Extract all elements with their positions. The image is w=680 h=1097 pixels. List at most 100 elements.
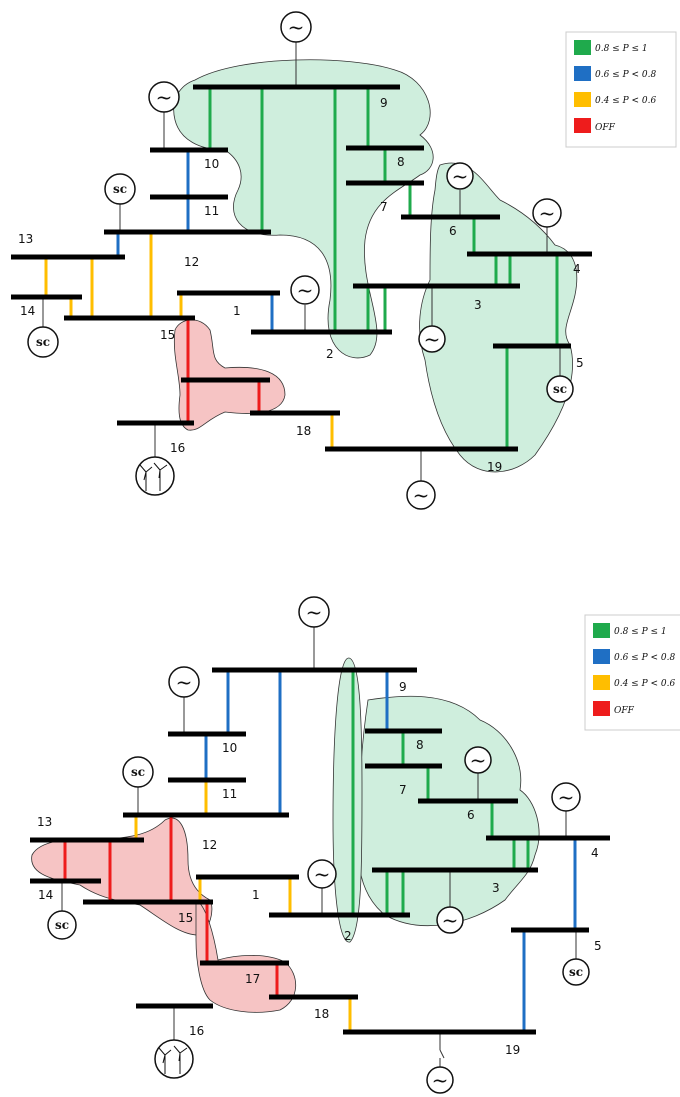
generator-icon: ~	[446, 162, 474, 190]
bus-label: 11	[204, 204, 219, 218]
legend: 0.8 ≤ P ≤ 1 0.6 ≤ P < 0.8 0.4 ≤ P < 0.6 …	[584, 614, 680, 731]
legend-label: 0.4 ≤ P < 0.6	[595, 96, 656, 106]
legend-swatch-green	[574, 40, 591, 55]
svg-text:sc: sc	[36, 335, 50, 349]
legend-label: 0.4 ≤ P < 0.6	[614, 679, 675, 689]
legend-label: 0.6 ≤ P < 0.8	[595, 70, 656, 80]
legend-swatch-green	[593, 623, 610, 638]
bottom-diagram: ~ ~ ~ ~ ~ ~ ~ sc sc sc 9 10 8 7 11	[30, 596, 680, 1094]
bus-label: 5	[576, 356, 584, 370]
svg-text:~: ~	[424, 327, 441, 351]
bus-label: 14	[20, 304, 35, 318]
bus-label: 18	[296, 424, 311, 438]
bus-label: 16	[189, 1024, 204, 1038]
bus-label: 1	[233, 304, 241, 318]
generator-icon: ~	[426, 1066, 454, 1094]
svg-text:~: ~	[156, 85, 173, 109]
legend-label: 0.6 ≤ P < 0.8	[614, 653, 675, 663]
synchronous-condenser-icon: sc	[122, 756, 154, 788]
bus-label: 4	[591, 846, 599, 860]
bottom-connectors	[61, 627, 577, 1067]
bus-label: 12	[184, 255, 199, 269]
generator-icon: ~	[148, 81, 180, 113]
bus-label: 4	[573, 262, 581, 276]
synchronous-condenser-icon: sc	[562, 958, 590, 986]
wind-turbine-icon	[135, 456, 175, 496]
svg-text:~: ~	[442, 908, 459, 932]
bus-label: 5	[594, 939, 602, 953]
bus-label: 10	[222, 741, 237, 755]
svg-text:~: ~	[314, 862, 331, 886]
synchronous-condenser-icon: sc	[47, 910, 77, 940]
svg-text:~: ~	[539, 201, 556, 225]
svg-text:~: ~	[452, 164, 469, 188]
bus-label: 14	[38, 888, 53, 902]
top-connectors	[42, 42, 561, 481]
svg-text:~: ~	[288, 15, 305, 39]
bus-label: 18	[314, 1007, 329, 1021]
svg-text:~: ~	[297, 278, 314, 302]
bottom-bus-labels: 9 10 8 7 11 6 13 12 4 3 14 1 15 2 5 17 1…	[37, 680, 602, 1057]
bottom-generators: ~ ~ ~ ~ ~ ~ ~ sc sc sc	[47, 596, 590, 1094]
legend-label: OFF	[614, 706, 635, 716]
bus-label: 6	[467, 808, 475, 822]
generator-icon: ~	[551, 782, 581, 812]
top-generators: ~ ~ ~ ~ ~ ~ ~ sc sc sc	[27, 11, 574, 510]
legend-label: 0.8 ≤ P ≤ 1	[614, 627, 667, 637]
top-buses	[11, 84, 592, 452]
svg-text:~: ~	[306, 600, 323, 624]
svg-text:sc: sc	[113, 182, 127, 196]
generator-icon: ~	[406, 480, 436, 510]
svg-text:sc: sc	[55, 918, 69, 932]
legend-swatch-yellow	[593, 675, 610, 690]
bus-label: 13	[37, 815, 52, 829]
bus-label: 15	[178, 911, 193, 925]
legend-swatch-blue	[574, 66, 591, 81]
bus-label: 15	[160, 328, 175, 342]
generator-icon: ~	[290, 275, 320, 305]
svg-text:~: ~	[176, 670, 193, 694]
bus-label: 1	[252, 888, 260, 902]
synchronous-condenser-icon: sc	[27, 326, 59, 358]
generator-icon: ~	[436, 906, 464, 934]
bus-label: 19	[487, 460, 502, 474]
bus-label: 2	[326, 347, 334, 361]
generator-icon: ~	[168, 666, 200, 698]
bus-label: 19	[505, 1043, 520, 1057]
generator-icon: ~	[418, 325, 446, 353]
bottom-buses	[30, 667, 610, 1035]
svg-text:sc: sc	[569, 965, 583, 979]
bus-label: 8	[397, 155, 405, 169]
top-lines	[44, 87, 559, 450]
svg-text:sc: sc	[553, 382, 567, 396]
generator-icon: ~	[280, 11, 312, 43]
bus-label: 3	[474, 298, 482, 312]
bus-label: 11	[222, 787, 237, 801]
legend-swatch-red	[593, 701, 610, 716]
svg-text:~: ~	[432, 1068, 449, 1092]
legend: 0.8 ≤ P ≤ 1 0.6 ≤ P < 0.8 0.4 ≤ P < 0.6 …	[565, 31, 677, 148]
legend-swatch-red	[574, 118, 591, 133]
red-zone-south	[195, 899, 297, 1013]
generator-icon: ~	[307, 859, 337, 889]
bus-label: 6	[449, 224, 457, 238]
bus-label: 9	[380, 96, 388, 110]
bus-label: 3	[492, 881, 500, 895]
synchronous-condenser-icon: sc	[546, 375, 574, 403]
bus-label: 7	[380, 200, 388, 214]
svg-text:~: ~	[558, 785, 575, 809]
svg-text:sc: sc	[131, 765, 145, 779]
generator-icon: ~	[532, 198, 562, 228]
green-zone-south	[419, 162, 578, 473]
bus-label: 16	[170, 441, 185, 455]
wind-turbine-icon	[154, 1039, 194, 1079]
bus-label: 7	[399, 783, 407, 797]
bottom-lines	[63, 670, 577, 1032]
legend-label: OFF	[595, 123, 616, 133]
synchronous-condenser-icon: sc	[104, 173, 136, 205]
legend-swatch-yellow	[574, 92, 591, 107]
svg-text:~: ~	[413, 483, 430, 507]
bus-label: 12	[202, 838, 217, 852]
top-diagram: ~ ~ ~ ~ ~ ~ ~ sc sc sc 9 10 8	[11, 11, 677, 510]
